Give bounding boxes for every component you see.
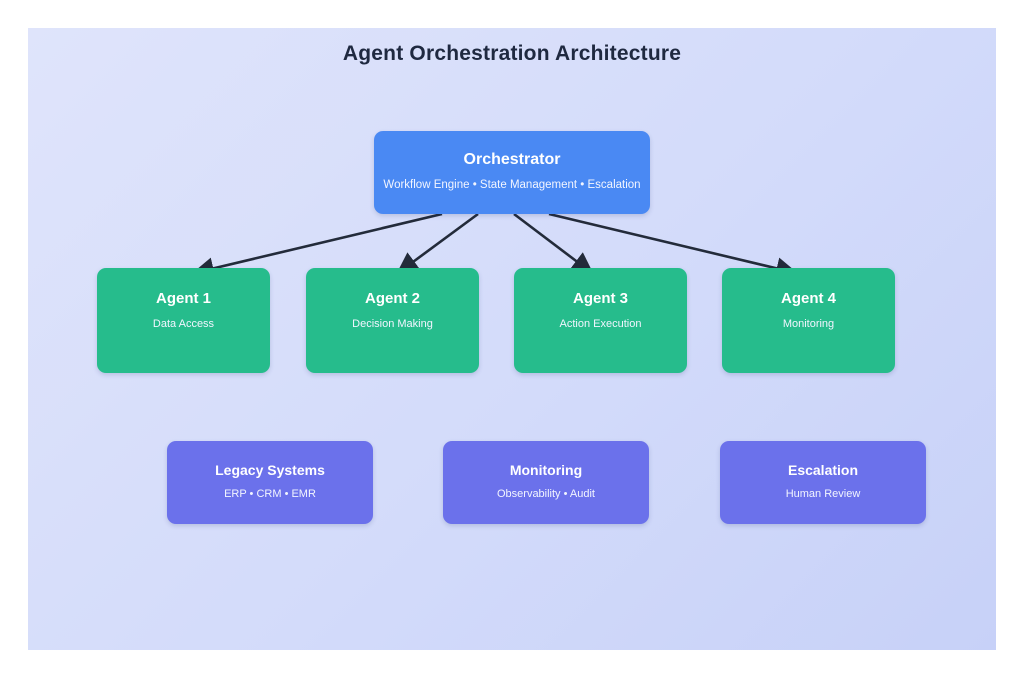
- monitoring-title: Monitoring: [509, 462, 583, 478]
- agent-4-node: Agent 4 Monitoring: [722, 268, 895, 373]
- escalation-title: Escalation: [787, 462, 859, 478]
- legacy-systems-title: Legacy Systems: [215, 462, 325, 478]
- legacy-systems-subtitle: ERP • CRM • EMR: [224, 488, 316, 500]
- orchestrator-subtitle: Workflow Engine • State Management • Esc…: [383, 179, 641, 191]
- agent-3-subtitle: Action Execution: [559, 318, 642, 330]
- agent-2-title: Agent 2: [364, 290, 420, 307]
- agent-1-subtitle: Data Access: [152, 318, 215, 330]
- monitoring-node: Monitoring Observability • Audit: [443, 441, 649, 524]
- agent-2-node: Agent 2 Decision Making: [306, 268, 479, 373]
- arrow-orchestrator-to-agent-2: [396, 212, 479, 275]
- agent-3-node: Agent 3 Action Execution: [514, 268, 687, 373]
- diagram-canvas: Agent Orchestration Architecture Orchest…: [28, 28, 996, 650]
- agent-1-node: Agent 1 Data Access: [97, 268, 270, 373]
- agent-4-title: Agent 4: [780, 290, 836, 307]
- arrow-orchestrator-to-agent-1: [191, 212, 443, 280]
- diagram-title: Agent Orchestration Architecture: [342, 42, 682, 65]
- monitoring-subtitle: Observability • Audit: [496, 488, 595, 500]
- agent-1-title: Agent 1: [155, 290, 211, 307]
- escalation-subtitle: Human Review: [785, 488, 861, 500]
- orchestrator-node: Orchestrator Workflow Engine • State Man…: [374, 131, 650, 214]
- legacy-systems-node: Legacy Systems ERP • CRM • EMR: [167, 441, 373, 524]
- orchestrator-title: Orchestrator: [463, 151, 561, 168]
- agent-2-subtitle: Decision Making: [352, 318, 433, 330]
- agent-4-subtitle: Monitoring: [782, 318, 835, 330]
- arrow-orchestrator-to-agent-4: [548, 212, 799, 280]
- agent-3-title: Agent 3: [572, 290, 628, 307]
- escalation-node: Escalation Human Review: [720, 441, 926, 524]
- arrow-orchestrator-to-agent-3: [513, 212, 594, 275]
